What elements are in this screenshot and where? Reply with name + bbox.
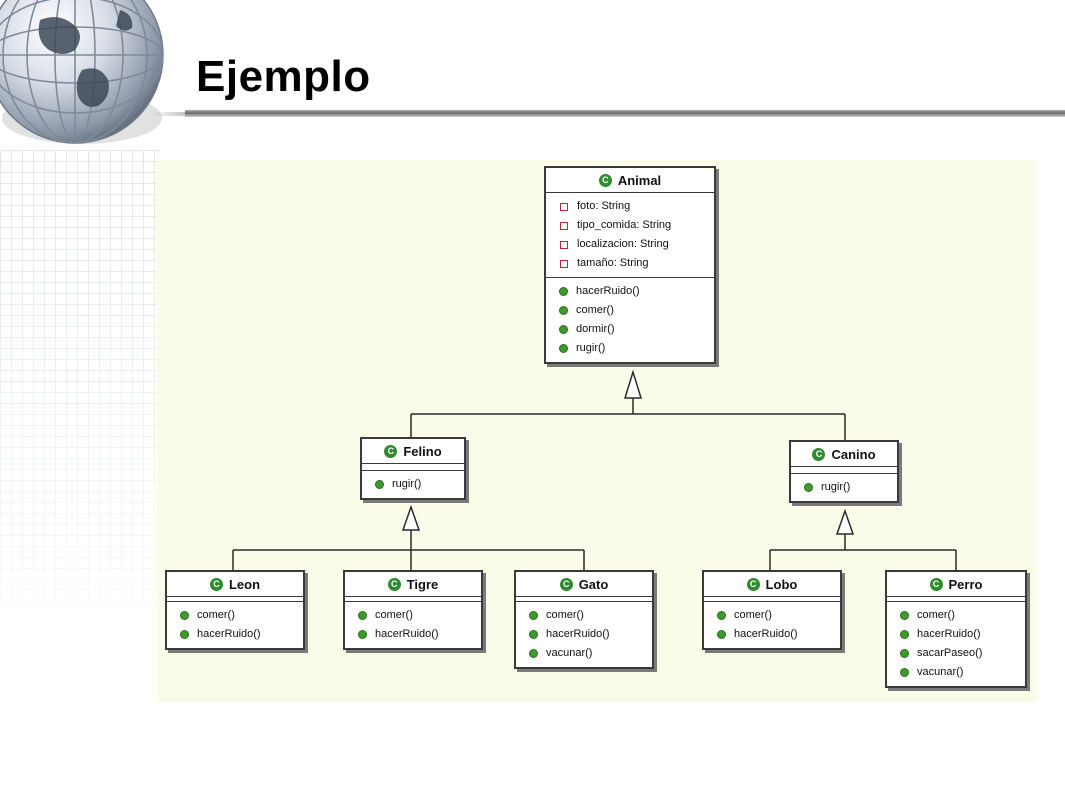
class-leon: C Leon comer() hacerRuido() xyxy=(165,570,305,650)
method: rugir() xyxy=(392,478,422,490)
private-field-icon xyxy=(560,240,568,249)
class-icon: C xyxy=(387,577,401,591)
method: rugir() xyxy=(576,342,606,354)
generalization-arrow-felino xyxy=(401,504,421,531)
class-perro: C Perro comer() hacerRuido() sacarPaseo()… xyxy=(885,570,1027,688)
public-method-icon xyxy=(901,650,908,657)
public-method-icon xyxy=(805,484,812,491)
method: hacerRuido() xyxy=(576,285,640,297)
attribute: localizacion: String xyxy=(577,238,669,250)
class-lobo: C Lobo comer() hacerRuido() xyxy=(702,570,842,650)
private-field-icon xyxy=(560,221,568,230)
method: hacerRuido() xyxy=(917,628,981,640)
class-felino: C Felino rugir() xyxy=(360,437,466,500)
uml-class-diagram: C Animal foto: String tipo_comida: String… xyxy=(157,160,1037,702)
class-name: Lobo xyxy=(765,576,798,592)
methods-section: comer() hacerRuido() sacarPaseo() vacuna… xyxy=(887,601,1025,686)
private-field-icon xyxy=(560,259,568,268)
class-icon: C xyxy=(598,173,612,187)
public-method-icon xyxy=(901,631,908,638)
public-method-icon xyxy=(560,288,567,295)
attributes-section: foto: String tipo_comida: String localiz… xyxy=(546,193,714,278)
class-icon: C xyxy=(384,444,398,458)
method: comer() xyxy=(576,304,614,316)
method: hacerRuido() xyxy=(734,628,798,640)
class-name: Tigre xyxy=(406,576,439,592)
globe-icon xyxy=(0,0,164,144)
public-method-icon xyxy=(718,612,725,619)
class-name: Felino xyxy=(403,443,442,459)
class-icon: C xyxy=(746,577,760,591)
methods-section: comer() hacerRuido() xyxy=(167,601,303,648)
public-method-icon xyxy=(359,631,366,638)
class-icon: C xyxy=(209,577,223,591)
class-icon: C xyxy=(812,447,826,461)
class-gato: C Gato comer() hacerRuido() vacunar() xyxy=(514,570,654,669)
public-method-icon xyxy=(560,326,567,333)
method: hacerRuido() xyxy=(375,628,439,640)
class-name: Canino xyxy=(831,446,876,462)
methods-section: rugir() xyxy=(362,470,464,498)
attribute: tipo_comida: String xyxy=(577,219,672,231)
methods-section: hacerRuido() comer() dormir() rugir() xyxy=(546,278,714,362)
slide-title: Ejemplo xyxy=(196,52,371,101)
method: comer() xyxy=(546,609,584,621)
private-field-icon xyxy=(560,202,568,211)
public-method-icon xyxy=(376,481,383,488)
method: dormir() xyxy=(576,323,615,335)
attribute: tamaño: String xyxy=(577,257,649,269)
public-method-icon xyxy=(560,307,567,314)
class-name: Perro xyxy=(948,576,983,592)
class-tigre: C Tigre comer() hacerRuido() xyxy=(343,570,483,650)
method: vacunar() xyxy=(546,647,593,659)
class-name: Leon xyxy=(228,576,261,592)
method: vacunar() xyxy=(917,666,964,678)
public-method-icon xyxy=(530,650,537,657)
class-name: Gato xyxy=(578,576,609,592)
class-animal: C Animal foto: String tipo_comida: String… xyxy=(544,166,716,364)
public-method-icon xyxy=(530,631,537,638)
grid-background xyxy=(0,150,160,610)
method: hacerRuido() xyxy=(197,628,261,640)
public-method-icon xyxy=(718,631,725,638)
method: comer() xyxy=(197,609,235,621)
method: rugir() xyxy=(821,481,851,493)
methods-section: comer() hacerRuido() xyxy=(704,601,840,648)
class-name: Animal xyxy=(617,172,662,188)
methods-section: rugir() xyxy=(791,473,897,501)
public-method-icon xyxy=(560,345,567,352)
method: hacerRuido() xyxy=(546,628,610,640)
method: sacarPaseo() xyxy=(917,647,983,659)
generalization-arrow-canino xyxy=(835,508,855,535)
inheritance-connectors xyxy=(232,369,957,571)
method: comer() xyxy=(734,609,772,621)
method: comer() xyxy=(375,609,413,621)
class-icon: C xyxy=(929,577,943,591)
public-method-icon xyxy=(530,612,537,619)
class-icon: C xyxy=(559,577,573,591)
public-method-icon xyxy=(901,612,908,619)
methods-section: comer() hacerRuido() vacunar() xyxy=(516,601,652,667)
method: comer() xyxy=(917,609,955,621)
public-method-icon xyxy=(181,631,188,638)
attribute: foto: String xyxy=(577,200,631,212)
generalization-arrow-animal xyxy=(623,369,643,399)
public-method-icon xyxy=(181,612,188,619)
class-canino: C Canino rugir() xyxy=(789,440,899,503)
public-method-icon xyxy=(901,669,908,676)
title-rule xyxy=(185,110,1065,117)
public-method-icon xyxy=(359,612,366,619)
methods-section: comer() hacerRuido() xyxy=(345,601,481,648)
title-rule-fade xyxy=(150,112,210,116)
